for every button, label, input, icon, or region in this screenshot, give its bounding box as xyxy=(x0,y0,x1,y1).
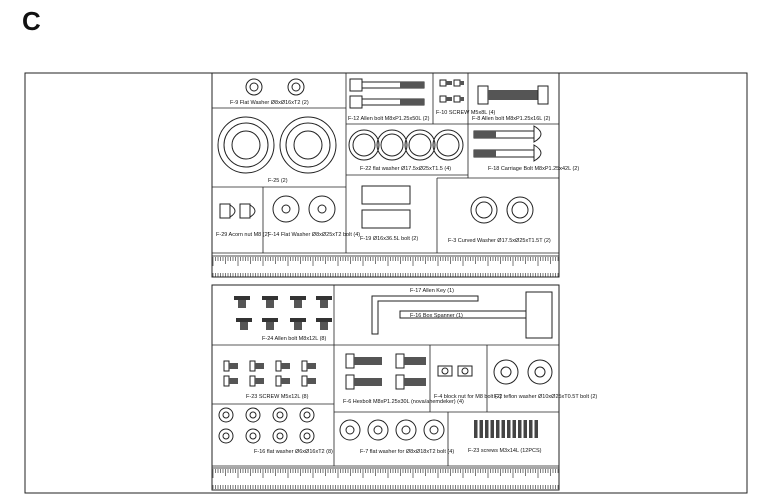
label-f4: F-4 block nut for M8 bolt (2) xyxy=(434,394,502,400)
allen-bolt-f24-drawing xyxy=(234,296,332,330)
bottom-ruler xyxy=(211,467,560,491)
screw-mark xyxy=(529,420,533,438)
allen-bolt-f8-drawing xyxy=(477,85,549,105)
screws-f23-12pcs-drawing xyxy=(474,420,538,438)
section-letter: C xyxy=(22,6,41,36)
label-f6: F-6 Hexbolt M8xP1.25x30L (nova/ahemdeker… xyxy=(343,399,464,405)
allen-bolt-f12-drawing xyxy=(349,78,425,109)
screw-mark xyxy=(479,420,483,438)
screw-mark xyxy=(507,420,511,438)
flat-washer-f16-drawing xyxy=(218,407,315,444)
carriage-bolt-f18-drawing xyxy=(473,125,542,162)
label-f16-spanner: F-16 Box Spanner (1) xyxy=(410,313,463,319)
label-f18: F-18 Carriage Bolt M8xP1.25x42L (2) xyxy=(488,166,579,172)
label-f16-washer: F-16 flat washer Ø6xØ16xT2 (8) xyxy=(254,449,333,455)
part-f19-drawing xyxy=(361,185,411,229)
flat-washer-f14-drawing xyxy=(272,195,336,223)
label-f12: F-12 Allen bolt M8xP1.25x50L (2) xyxy=(348,116,430,122)
bottom-panel-border xyxy=(211,284,560,491)
flat-washer-f22-drawing xyxy=(348,129,464,161)
screw-mark xyxy=(501,420,505,438)
label-f10: F-10 SCREW M5x8L (4) xyxy=(436,110,496,116)
screw-mark xyxy=(485,420,489,438)
top-ruler xyxy=(211,255,560,278)
screw-mark xyxy=(474,420,478,438)
label-f25: F-25 (2) xyxy=(268,178,288,184)
screw-mark xyxy=(534,420,538,438)
flat-washer-f9-drawing xyxy=(245,78,305,96)
label-f2: F-2 teflon washer Ø10xØ25xT0.5T bolt (2) xyxy=(494,394,597,400)
teflon-washer-f2-drawing xyxy=(493,359,553,385)
label-f3: F-3 Curved Washer Ø17.5xØ25xT1.5T (2) xyxy=(448,238,551,244)
label-f7: F-7 flat washer for Ø8xØ18xT2 bolt (4) xyxy=(360,449,454,455)
flat-washer-f7-drawing xyxy=(339,419,445,441)
label-f23-screw: F-23 SCREW M5x12L (8) xyxy=(246,394,309,400)
box-spanner-f16-drawing xyxy=(399,291,553,339)
screw-f23-drawing xyxy=(223,360,316,387)
label-f9: F-9 Flat Washer Ø8xØ16xT2 (2) xyxy=(230,100,309,106)
label-f19: F-19 Ø16x36.5L bolt (2) xyxy=(360,236,418,242)
screw-mark xyxy=(512,420,516,438)
acorn-nut-f29-drawing xyxy=(219,203,256,219)
screw-mark xyxy=(490,420,494,438)
label-f22: F-22 flat washer Ø17.5xØ25xT1.5 (4) xyxy=(360,166,451,172)
screw-f10-drawing xyxy=(439,79,464,103)
label-f24: F-24 Allen bolt M8x12L (8) xyxy=(262,336,326,342)
part-f25-drawing xyxy=(217,116,337,174)
label-f29: F-29 Acorn nut M8 (2) xyxy=(216,232,270,238)
screw-mark xyxy=(523,420,527,438)
screw-mark xyxy=(496,420,500,438)
curved-washer-f3-drawing xyxy=(470,196,534,224)
allen-key-f17-drawing xyxy=(371,295,479,335)
label-f14: F-14 Flat Washer Ø8xØ25xT2 bolt (4) xyxy=(268,232,360,238)
block-nut-f4-drawing xyxy=(437,365,473,377)
label-f8: F-8 Allen bolt M8xP1.25x16L (2) xyxy=(472,116,551,122)
label-f17: F-17 Allen Key (1) xyxy=(410,288,454,294)
hex-bolt-f6-drawing xyxy=(345,353,426,390)
screw-mark xyxy=(518,420,522,438)
label-f23-12pcs: F-23 screws M3x14L (12PCS) xyxy=(468,448,542,454)
bottom-parts-panel: F-24 Allen bolt M8x12L (8) F-17 Allen Ke… xyxy=(211,284,597,491)
top-parts-panel: F-9 Flat Washer Ø8xØ16xT2 (2) F-12 Allen… xyxy=(211,72,579,278)
